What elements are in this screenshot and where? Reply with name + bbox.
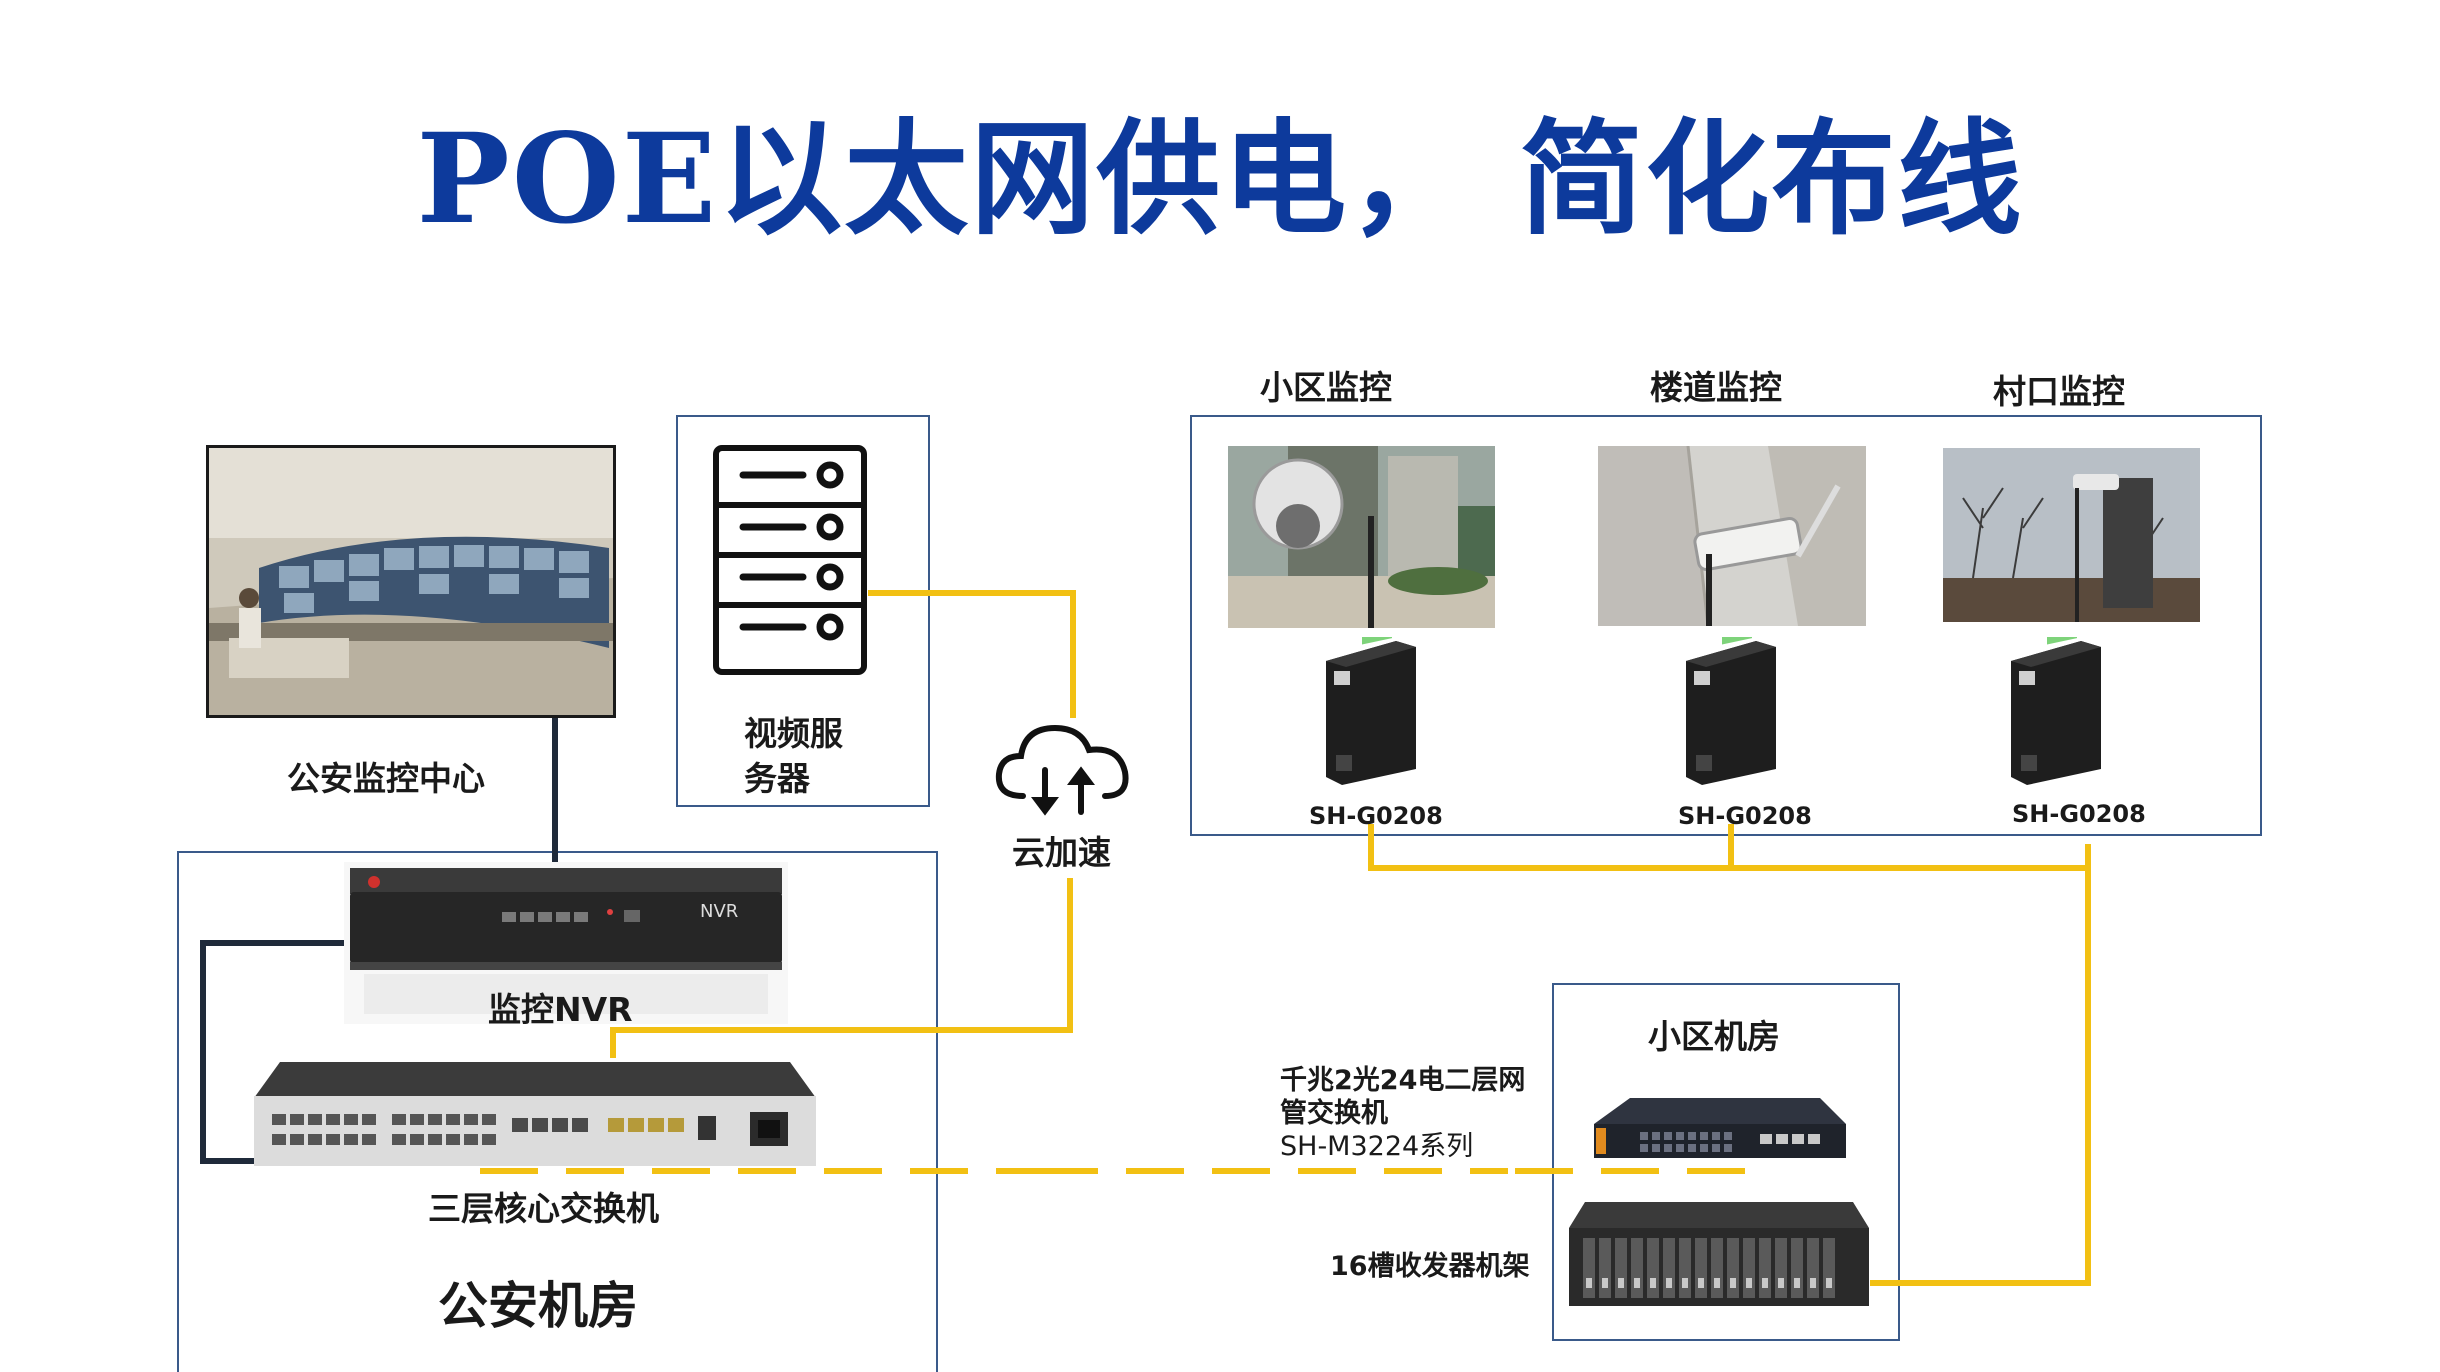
- site-converter-residential: [1322, 637, 1420, 787]
- site-photo-residential: [1228, 446, 1495, 628]
- monitoring-sites-frame: [1190, 415, 2262, 836]
- video-server-label-line2: 务器: [744, 759, 810, 798]
- site-label-stairwell: 楼道监控: [1650, 368, 1782, 407]
- community-switch-device: [1590, 1094, 1850, 1164]
- nvr-to-core-switch-link: [200, 940, 370, 1164]
- server-icon: [713, 445, 867, 675]
- site-label-residential: 小区监控: [1260, 368, 1392, 407]
- core-switch-label: 三层核心交换机: [428, 1189, 659, 1228]
- police-room-label: 公安机房: [438, 1277, 638, 1335]
- monitoring-center-label: 公安监控中心: [287, 759, 485, 798]
- chassis-label: 16槽收发器机架: [1330, 1251, 1530, 1282]
- site-label-village: 村口监控: [1993, 372, 2125, 411]
- site-converter-stairwell: [1682, 637, 1780, 787]
- site-device-stairwell: SH-G0208: [1678, 802, 1812, 830]
- monitoring-center-photo: [206, 445, 616, 718]
- server-to-cloud-link: [868, 590, 1076, 718]
- page-title: POE以太网供电， 简化布线: [416, 107, 2024, 252]
- cloud-icon: [993, 718, 1137, 816]
- community-switch-desc-line1: 千兆2光24电二层网: [1280, 1065, 1526, 1096]
- community-switch-desc-line2: 管交换机: [1280, 1098, 1388, 1129]
- site-photo-stairwell: [1598, 446, 1866, 626]
- nvr-label: 监控NVR: [488, 990, 633, 1029]
- community-room-label: 小区机房: [1648, 1017, 1780, 1056]
- nvr-front-text: NVR: [700, 901, 739, 922]
- video-server-label-line1: 视频服: [744, 714, 843, 753]
- video-server-frame: [676, 415, 930, 807]
- community-switch-model: SH-M3224系列: [1280, 1131, 1474, 1162]
- cloud-to-core-switch-link: [610, 878, 1073, 1058]
- community-room-frame: [1552, 983, 1900, 1341]
- core-switch-device: [250, 1058, 820, 1170]
- site-bus-link: [1368, 824, 2091, 1286]
- site-photo-village: [1943, 448, 2200, 622]
- chassis-device: [1565, 1198, 1873, 1310]
- site-device-residential: SH-G0208: [1309, 802, 1443, 830]
- nvr-device: [344, 862, 788, 1024]
- site-device-village: SH-G0208: [2012, 800, 2146, 828]
- cloud-acceleration-label: 云加速: [1012, 833, 1111, 872]
- site-converter-village: [2007, 637, 2105, 787]
